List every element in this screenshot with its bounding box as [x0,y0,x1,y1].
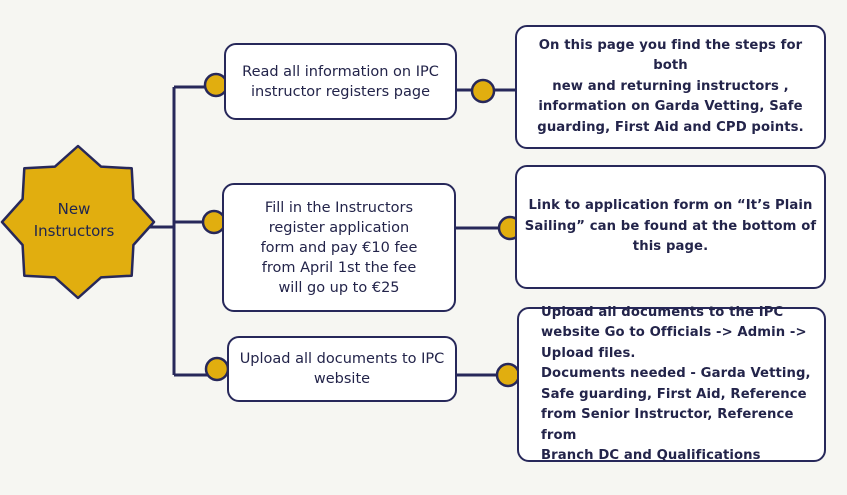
note-text-line: website Go to Officials -> Admin -> [541,325,807,340]
step-text-line: register application [268,219,410,236]
step-text-line: Read all information on IPC [242,63,439,80]
note-text-line: from Senior Instructor, Reference from [541,407,794,443]
note-text-line: information on Garda Vetting, Safe [538,99,803,115]
step-text-line: Upload all documents to IPC [239,351,445,367]
step-text-line: website [313,371,371,387]
note-text-line: Safe guarding, First Aid, Reference [541,386,807,402]
start-node-starburst [0,144,156,300]
step-box-upload-documents: Upload all documents to IPC website [227,336,457,402]
note-text-line: Upload all documents to the IPC [541,304,784,320]
note-text-line: Documents needed - Garda Vetting, [541,366,811,381]
note-text-line: On this page you find the steps for both [538,37,803,74]
step-box-application-form: Fill in the Instructors register applica… [222,183,456,312]
start-node-label-line: New [57,200,91,218]
step-text-line: will go up to €25 [278,279,400,296]
step-text-line: Fill in the Instructors [264,199,414,216]
note-box-application-link: Link to application form on “It’s Plain … [515,165,826,289]
connector-dot [495,362,521,388]
start-node-label-line: Instructors [33,222,115,240]
step-box-read-info: Read all information on IPC instructor r… [224,43,457,120]
note-text-line: new and returning instructors , [552,78,789,94]
start-node-label: New Instructors [18,198,130,242]
note-text-line: Upload files. [541,345,636,361]
note-text-line: Link to application form on “It’s Plain [528,198,813,214]
connector-dot [470,78,496,104]
note-text-line: Sailing” can be found at the bottom of [524,218,817,234]
step-text-line: form and pay €10 fee [260,239,418,256]
note-box-documents-needed: Upload all documents to the IPC website … [517,305,826,463]
step-text-line: instructor registers page [250,83,430,100]
note-text-line: this page. [632,239,709,255]
note-box-register-page-info: On this page you find the steps for both… [515,25,826,149]
note-text-line: Branch DC and Qualifications [541,448,761,463]
note-text-line: guarding, First Aid and CPD points. [537,119,804,135]
connector-dot [204,356,230,382]
step-text-line: from April 1st the fee [261,259,417,276]
